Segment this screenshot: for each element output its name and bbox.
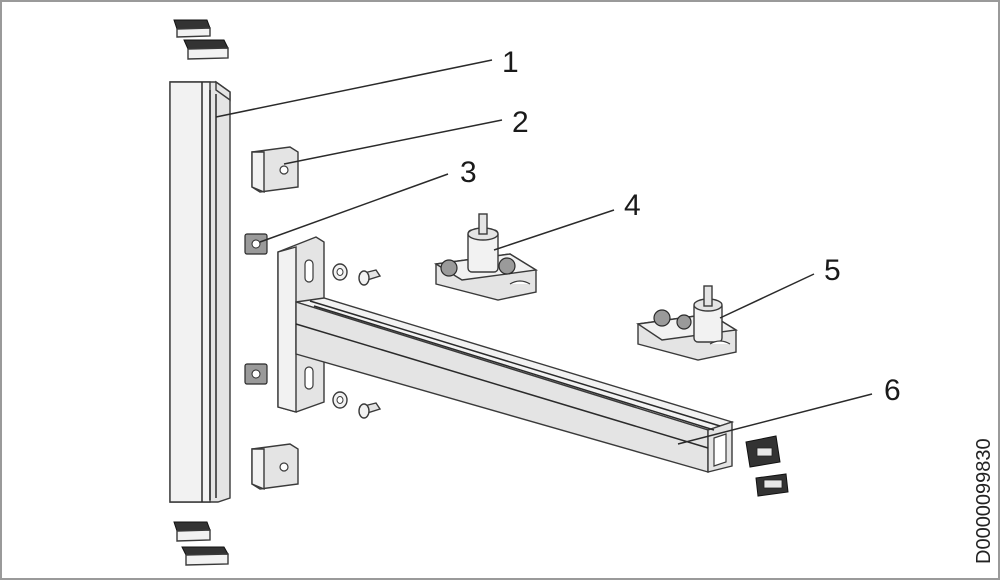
- clamp-plate-lower: [251, 443, 299, 491]
- leader-6: [677, 393, 873, 445]
- cantilever-arm: [295, 297, 735, 473]
- leader-2: [283, 119, 503, 165]
- leader-1: [215, 59, 493, 118]
- callout-5: 5: [824, 254, 841, 287]
- callout-6: 6: [884, 374, 901, 407]
- leader-4: [493, 209, 615, 251]
- top-end-cap: [173, 19, 229, 60]
- callout-4: 4: [624, 189, 641, 222]
- callout-3: 3: [460, 156, 477, 189]
- callout-1: 1: [502, 46, 519, 79]
- slot-nut-lower: [244, 363, 268, 385]
- vertical-profile-rail: [169, 80, 231, 503]
- leader-5: [719, 273, 815, 319]
- leader-lines: [215, 59, 873, 445]
- pipe-support-4: [433, 213, 539, 301]
- pipe-support-5: [636, 285, 739, 361]
- callout-2: 2: [512, 106, 529, 139]
- leader-3: [259, 173, 449, 243]
- slot-nut-upper: [244, 233, 268, 255]
- arm-end-cap: [745, 435, 789, 497]
- bottom-end-cap: [173, 521, 229, 566]
- document-id: D0000099830: [973, 438, 995, 564]
- washer-bolt-lower: [332, 391, 382, 419]
- clamp-plate-upper: [251, 146, 299, 194]
- washer-bolt-upper: [332, 263, 382, 286]
